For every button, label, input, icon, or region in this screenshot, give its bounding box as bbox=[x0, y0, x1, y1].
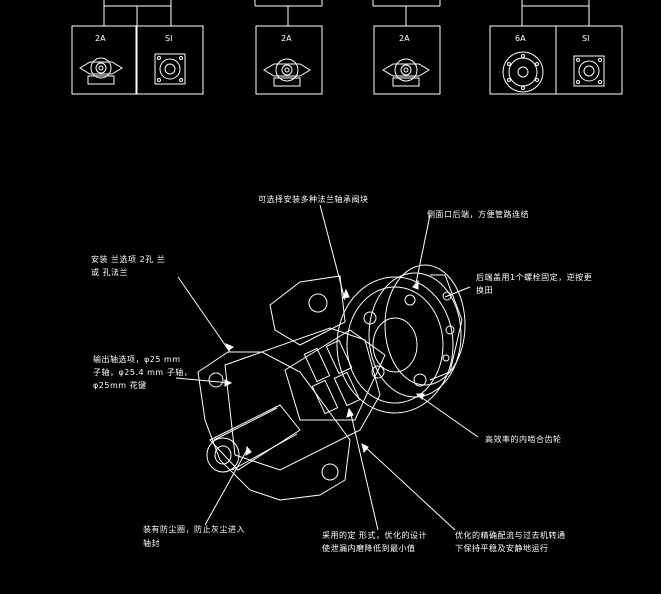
flange-2hole-icon bbox=[79, 57, 123, 85]
callout-dust-seal-line1: 装有防尘圈，防止灰尘进入 bbox=[143, 525, 245, 534]
flange-2hole-icon bbox=[382, 58, 430, 87]
callout-flange-valve: 可选择安装多种法兰轴承阀块 bbox=[258, 195, 369, 204]
callout-valve-timing-line2: 下保持平稳及安静地运行 bbox=[455, 544, 549, 553]
callout-side-port: 侧面口后端，方便管路连结 bbox=[427, 210, 529, 219]
leader-lines bbox=[175, 204, 479, 531]
callout-gear-efficiency: 高效率的内啮合齿轮 bbox=[485, 435, 562, 444]
header-box-label: 2A bbox=[95, 34, 106, 43]
hydraulic-motor-illustration bbox=[197, 264, 466, 501]
header-box-label: 6A bbox=[515, 34, 526, 43]
callout-shaft-options-line3: φ25mm 花键 bbox=[93, 381, 147, 390]
callout-valve-timing-line1: 优化的精确配流与过去机转通 bbox=[455, 531, 566, 540]
callout-shaft-options-line1: 输出轴选项，φ25 mm bbox=[93, 355, 181, 364]
callout-shaft-options-line2: 子轴，φ25.4 mm 子轴， bbox=[93, 368, 193, 377]
callout-end-cap-line1: 后端盖用1个螺栓固定，逆按更 bbox=[476, 273, 593, 282]
flange-6hole-icon bbox=[502, 51, 544, 93]
flange-square-icon bbox=[154, 53, 186, 85]
header-box-label: 2A bbox=[281, 34, 292, 43]
header-box-6 bbox=[555, 25, 623, 95]
flange-2hole-icon bbox=[263, 58, 311, 87]
header-box-label: 2A bbox=[399, 34, 410, 43]
header-box-3 bbox=[255, 25, 323, 95]
header-box-2 bbox=[136, 25, 204, 95]
header-connectors bbox=[103, 0, 590, 26]
header-box-label: SI bbox=[165, 34, 173, 43]
callout-stator-design-line1: 采用的定 形式，优化的设计 bbox=[322, 531, 428, 540]
header-box-1 bbox=[71, 25, 137, 95]
callout-dust-seal-line2: 轴封 bbox=[143, 539, 160, 548]
header-box-4 bbox=[373, 25, 441, 95]
header-box-label: SI bbox=[582, 34, 590, 43]
callout-mount-flange-line2: 或 孔法兰 bbox=[91, 268, 129, 277]
callout-mount-flange-line1: 安装 兰选项 2孔 兰 bbox=[91, 255, 166, 264]
flange-square-icon bbox=[573, 55, 605, 87]
callout-end-cap-line2: 换田 bbox=[476, 286, 493, 295]
callout-stator-design-line2: 使泄漏内磨降低到最小值 bbox=[322, 544, 416, 553]
